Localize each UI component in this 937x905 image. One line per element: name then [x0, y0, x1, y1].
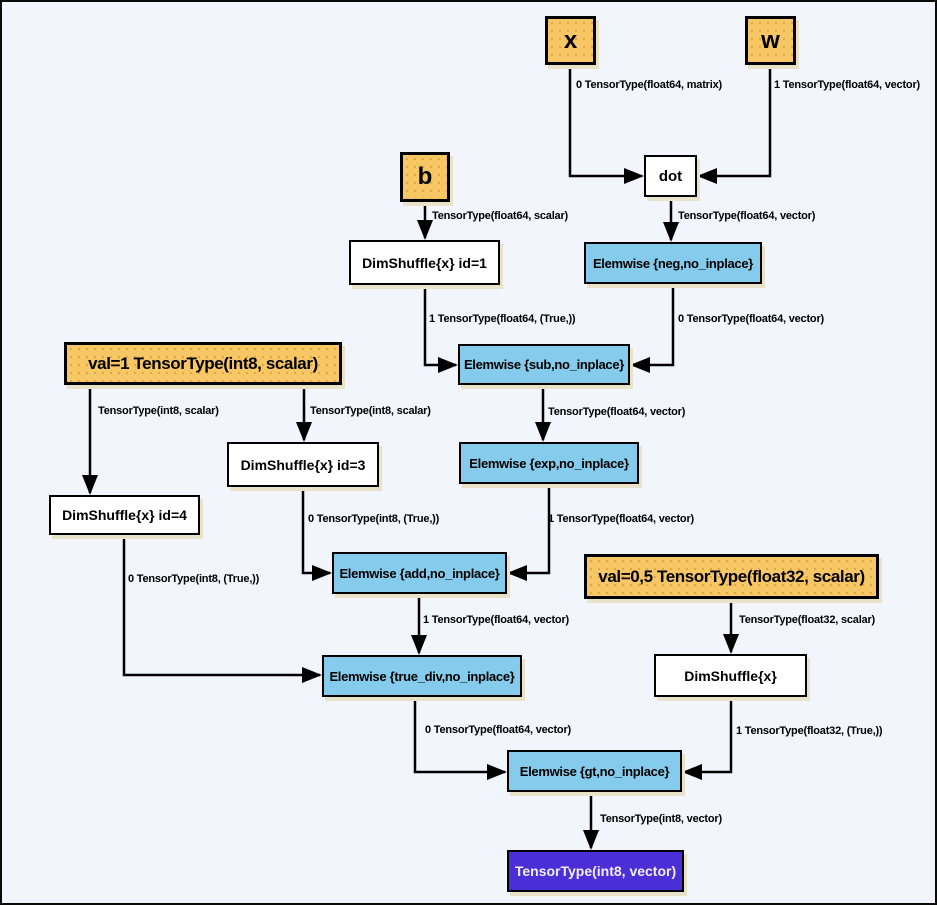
node-elemwise-gt: Elemwise {gt,no_inplace}	[507, 750, 682, 792]
edge-dimshuffle-id1-sub	[423, 285, 458, 373]
node-dimshuffle-id3: DimShuffle{x} id=3	[227, 442, 379, 487]
edge-label: TensorType(int8, vector)	[600, 813, 722, 825]
edge-dimshuffle-id3-add	[301, 487, 332, 581]
edge-dimshuffle-id4-truediv	[122, 535, 322, 683]
edge-x-dot	[568, 65, 644, 184]
edge-label: TensorType(float64, vector)	[548, 406, 686, 418]
edge-label: TensorType(int8, scalar)	[310, 405, 431, 417]
edge-label: 0 TensorType(float64, vector)	[678, 313, 824, 325]
edge-w-dot	[697, 65, 772, 184]
node-output-tensortype: TensorType(int8, vector)	[507, 850, 684, 892]
edge-label: TensorType(int8, scalar)	[98, 405, 219, 417]
edge-label: TensorType(float64, vector)	[678, 210, 816, 222]
edge-exp-add	[507, 484, 551, 581]
node-input-w: w	[745, 16, 796, 65]
node-input-b: b	[400, 152, 450, 202]
node-elemwise-add: Elemwise {add,no_inplace}	[332, 552, 507, 594]
edge-label: TensorType(float32, scalar)	[739, 614, 876, 626]
node-elemwise-true-div: Elemwise {true_div,no_inplace}	[322, 655, 522, 697]
node-input-x: x	[545, 16, 596, 65]
node-elemwise-neg: Elemwise {neg,no_inplace}	[584, 242, 762, 284]
node-elemwise-exp: Elemwise {exp,no_inplace}	[459, 442, 639, 484]
edge-label: 0 TensorType(float64, matrix)	[576, 79, 722, 91]
edge-label: 1 TensorType(float64, vector)	[548, 513, 694, 525]
edge-label: 1 TensorType(float64, vector)	[423, 614, 569, 626]
edge-label: 0 TensorType(int8, (True,))	[128, 573, 260, 585]
edge-label: 0 TensorType(float64, vector)	[425, 724, 571, 736]
edge-truediv-gt	[413, 697, 507, 780]
node-dimshuffle-x: DimShuffle{x}	[654, 654, 807, 697]
node-dimshuffle-id4: DimShuffle{x} id=4	[49, 495, 200, 535]
node-op-dot: dot	[644, 155, 697, 197]
node-elemwise-sub: Elemwise {sub,no_inplace}	[458, 344, 630, 385]
edge-neg-sub	[630, 284, 675, 373]
edge-label: 0 TensorType(int8, (True,))	[308, 513, 440, 525]
node-dimshuffle-id1: DimShuffle{x} id=1	[349, 240, 500, 285]
node-constant-val05: val=0,5 TensorType(float32, scalar)	[584, 554, 879, 599]
edge-dimshuffle-x-gt	[682, 697, 733, 780]
edge-label: 1 TensorType(float32, (True,))	[736, 725, 883, 737]
edge-label: 1 TensorType(float64, vector)	[774, 79, 920, 91]
edge-label: 1 TensorType(float64, (True,))	[429, 313, 576, 325]
node-constant-val1: val=1 TensorType(int8, scalar)	[64, 342, 342, 385]
edge-label: TensorType(float64, scalar)	[432, 210, 569, 222]
